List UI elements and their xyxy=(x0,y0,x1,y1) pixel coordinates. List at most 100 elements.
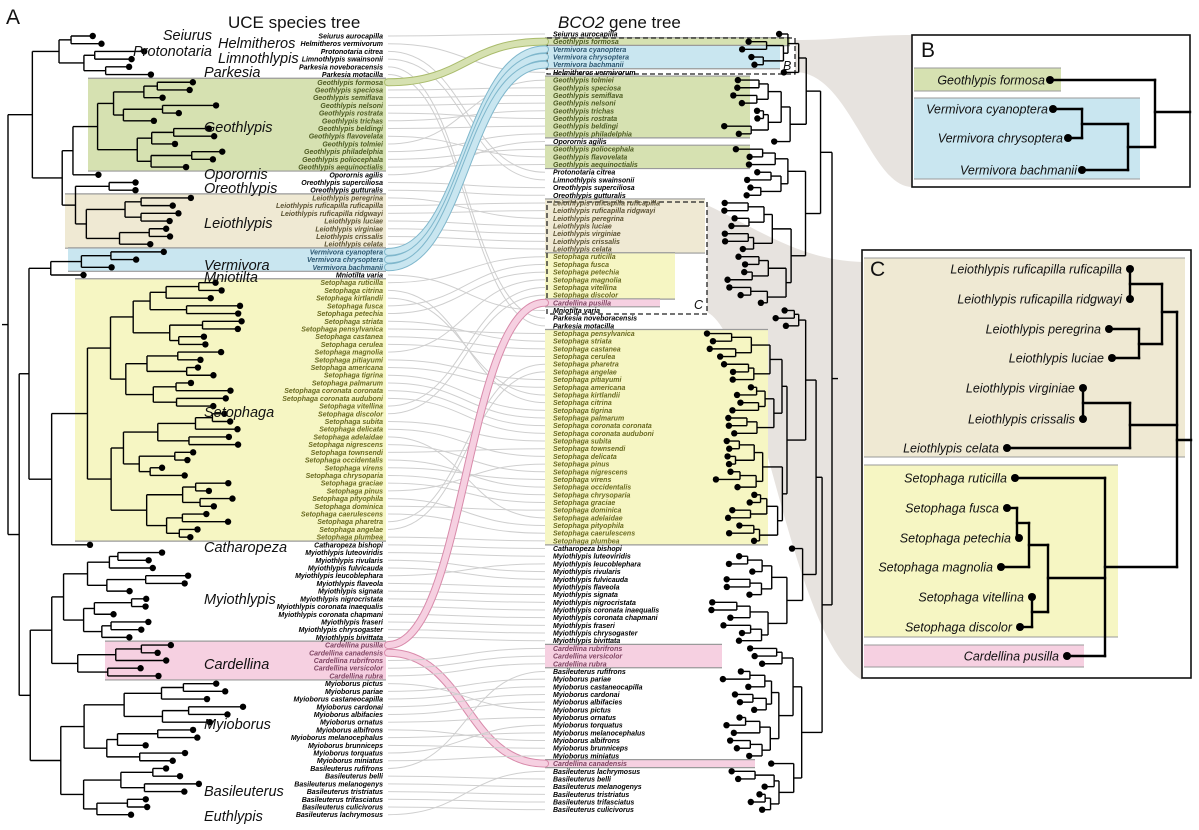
species-tree-taxon-label: Basileuterus melanogenys xyxy=(294,781,383,788)
gene-box-card xyxy=(545,644,722,668)
species-tree-taxon-label: Cardellina rubrifrons xyxy=(314,658,383,665)
gene-tree-taxon-label: Geothlypis philadelphia xyxy=(553,131,632,138)
gene-tree-taxon-label: Myiothlypis fraseri xyxy=(553,623,616,630)
gene-tree-taxon-label: Basileuterus tristriatus xyxy=(553,792,629,799)
panel-b-taxon-label: Vermivora chrysoptera xyxy=(938,132,1063,146)
species-tree-taxon-label: Parkesia noveboracensis xyxy=(299,64,383,71)
gene-tree-taxon-label: Myiothlypis coronata inaequalis xyxy=(553,608,659,615)
gene-tree-taxon-label: Setophaga ruticilla xyxy=(553,254,616,261)
link-line xyxy=(387,397,546,434)
link-line xyxy=(387,125,546,130)
gene-tree-taxon-label: Setophaga pharetra xyxy=(553,362,619,369)
link-line xyxy=(387,382,546,419)
gene-tree-taxon-label: Setophaga pitiayumi xyxy=(553,377,623,384)
gene-tree-taxon-label: Cardellina rubrifrons xyxy=(553,646,622,653)
genus-label: Limnothlypis xyxy=(218,51,299,67)
species-tree-taxon-label: Geothlypis formosa xyxy=(317,80,383,87)
species-tree-taxon-label: Setophaga angelae xyxy=(319,527,383,534)
link-line xyxy=(387,263,546,307)
species-tree-taxon-label: Oporornis agilis xyxy=(329,172,383,179)
link-line xyxy=(387,806,546,811)
link-line xyxy=(387,102,546,106)
species-tree-taxon-label: Catharopeza bishopi xyxy=(314,542,384,549)
gene-tree-taxon-label: Myioborus albifrons xyxy=(553,738,620,745)
species-tree-taxon-label: Myiothlypis nigrocristata xyxy=(300,596,383,603)
link-line xyxy=(387,559,546,573)
panel-b-taxon-label: Vermivora cyanoptera xyxy=(926,103,1048,117)
species-tree-tip-dot xyxy=(110,611,117,618)
species-tree-taxon-label: Geothlypis rostrata xyxy=(319,111,383,118)
species-tree-taxon-label: Setophaga palmarum xyxy=(312,380,383,387)
link-line xyxy=(387,678,546,692)
link-line xyxy=(387,286,546,407)
gene-box-seto xyxy=(545,252,675,300)
gene-tree-taxon-label: Setophaga castanea xyxy=(553,346,621,353)
link-line xyxy=(387,110,546,122)
gene-tree-taxon-label: Geothlypis poliocephala xyxy=(553,147,634,154)
link-line xyxy=(387,74,546,327)
inset-c-marker xyxy=(546,201,708,315)
species-tree-taxon-label: Geothlypis tolmiei xyxy=(322,141,384,148)
species-tree-taxon-label: Setophaga americana xyxy=(311,365,383,372)
gene-tree-taxon-label: Setophaga caerulescens xyxy=(553,531,635,538)
species-tree-taxon-label: Myioborus pictus xyxy=(325,681,383,688)
inset-b-marker-label: B xyxy=(783,59,791,73)
gene-tree-taxon-label: Seiurus aurocapilla xyxy=(553,32,618,39)
gene-tree-taxon-label: Parkesia noveboracensis xyxy=(553,316,637,323)
species-tree-taxon-label: Basileuterus belli xyxy=(325,774,384,781)
genus-label: Vermivora xyxy=(204,258,270,274)
gene-tree-taxon-label: Basileuterus lachrymosus xyxy=(553,769,640,776)
gene-tree-taxon-label: Myiothlypis coronata chapmani xyxy=(553,615,659,622)
link-line xyxy=(387,336,546,350)
link-line xyxy=(387,228,546,235)
link-line xyxy=(387,683,546,711)
gene-box-geo xyxy=(545,76,750,138)
gene-tree-taxon-label: Oreothlypis superciliosa xyxy=(553,185,635,192)
gene-tree-taxon-label: Setophaga discolor xyxy=(553,293,619,300)
link-line xyxy=(387,482,546,503)
link-line xyxy=(387,544,546,550)
gene-tree-taxon-label: Setophaga coronata auduboni xyxy=(553,431,655,438)
link-line xyxy=(387,552,546,557)
species-tree-taxon-label: Basileuterus lachrymosus xyxy=(296,812,383,819)
species-box-verm xyxy=(68,247,386,272)
gene-tree-taxon-label: Oreothlypis gutturalis xyxy=(553,193,626,200)
panel-c-taxon-label: Leiothlypis celata xyxy=(903,442,999,456)
species-tree-taxon-label: Leiothlypis ruficapilla ridgwayi xyxy=(281,211,384,218)
gene-tree-taxon-label: Geothlypis nelsoni xyxy=(553,101,617,108)
panel-c-taxon-label: Leiothlypis virginiae xyxy=(966,382,1075,396)
link-line xyxy=(387,79,546,145)
species-tree-taxon-label: Myiothlypis rivularis xyxy=(315,558,383,565)
gene-box-card xyxy=(545,759,755,768)
link-band xyxy=(385,299,548,649)
gene-tree-taxon-label: Setophaga fusca xyxy=(553,262,609,269)
inset-b-marker xyxy=(546,37,796,75)
genus-label: Myiothlypis xyxy=(204,592,276,608)
species-tree-taxon-label: Parkesia motacilla xyxy=(322,72,383,79)
species-tree-taxon-label: Mniotilta varia xyxy=(336,273,383,280)
species-tree-taxon-label: Myioborus cardonai xyxy=(316,704,384,711)
species-tree-taxon-label: Vermivora cyanoptera xyxy=(310,249,383,256)
gene-box-verm xyxy=(545,45,780,69)
species-tree-taxon-label: Oreothlypis superciliosa xyxy=(301,180,383,187)
species-tree-taxon-label: Geothlypis aequinoctialis xyxy=(298,165,383,172)
link-line xyxy=(387,271,546,315)
gene-tree-taxon-label: Setophaga chrysoparia xyxy=(553,492,631,499)
gene-tree-taxon-label: Myiothlypis fulvicauda xyxy=(553,577,628,584)
gene-tree-taxon-label: Myioborus ornatus xyxy=(553,715,616,722)
species-tree-taxon-label: Basileuterus culicivorus xyxy=(302,805,383,812)
panel-c-taxon-label: Setophaga vitellina xyxy=(918,591,1024,605)
species-tree-taxon-label: Setophaga occidentalis xyxy=(305,458,383,465)
gene-tree-taxon-label: Myioborus brunniceps xyxy=(553,746,628,753)
species-tree-taxon-label: Geothlypis semiflava xyxy=(313,95,383,102)
gene-tree-taxon-label: Myiothlypis rivularis xyxy=(553,569,621,576)
gene-tree xyxy=(703,30,838,813)
genus-label: Catharopeza xyxy=(204,540,287,556)
gene-tree-taxon-label: Limnothlypis swainsonii xyxy=(553,177,635,184)
genus-label: Mniotilta xyxy=(204,270,258,286)
species-tree-taxon-label: Myiothlypis signata xyxy=(318,589,383,596)
gene-tree-taxon-label: Catharopeza bishopi xyxy=(553,546,623,553)
gene-tree-taxon-label: Myiothlypis chrysogaster xyxy=(553,631,639,638)
gene-tree-taxon-label: Setophaga graciae xyxy=(553,500,615,507)
